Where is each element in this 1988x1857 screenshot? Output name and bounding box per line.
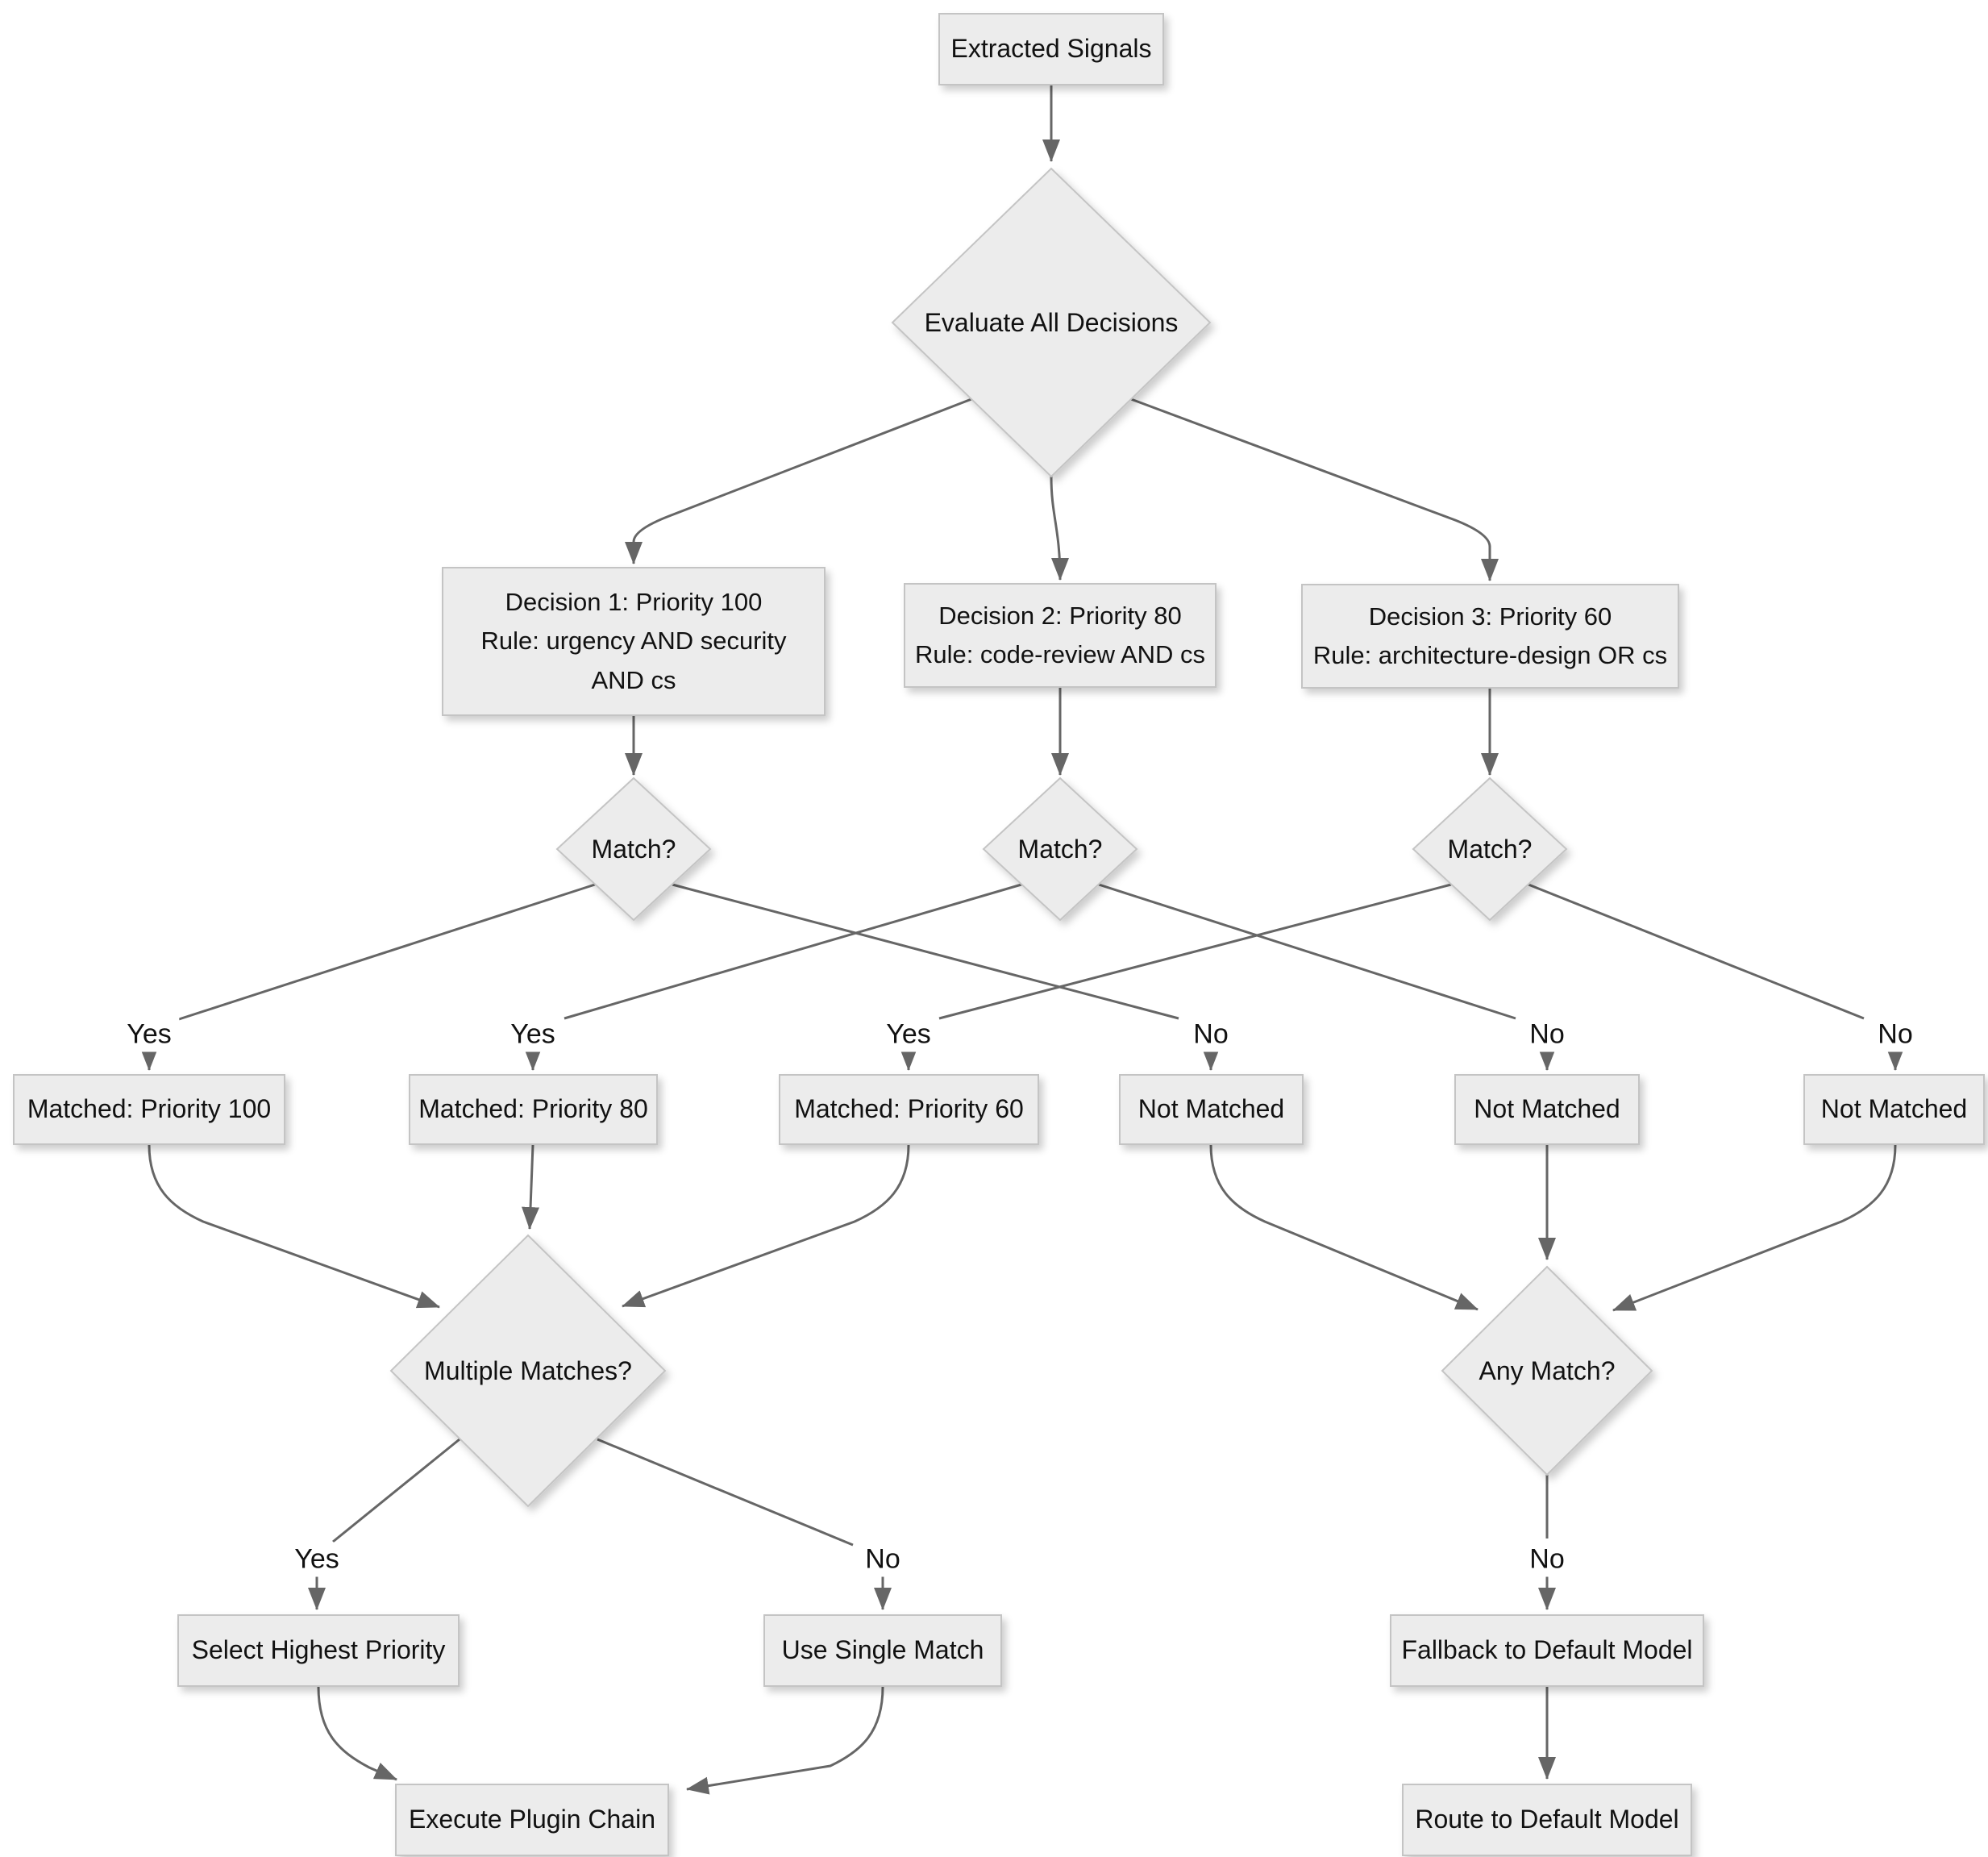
edge-evaluate-to-decision2 (1050, 476, 1069, 581)
edge-label-any-no: No (1521, 1542, 1573, 1577)
edge-label-yes-3: Yes (878, 1017, 939, 1052)
node-not-matched-3: Not Matched (1803, 1074, 1985, 1145)
edge-select-to-execute (317, 1686, 397, 1781)
edge-single-to-execute (686, 1686, 884, 1795)
edge-evaluate-to-decision3 (1130, 398, 1499, 581)
node-fallback-default-model: Fallback to Default Model (1390, 1614, 1704, 1687)
edge-matched60-to-multiple (622, 1144, 910, 1308)
node-not-matched-2: Not Matched (1454, 1074, 1640, 1145)
edges (140, 85, 1904, 1795)
edge-match3-yes-line (938, 883, 1452, 1020)
evaluate-diamond-shape (891, 167, 1212, 478)
edge-match1-yes-line (178, 883, 596, 1021)
node-extracted-signals: Extracted Signals (938, 13, 1164, 85)
edge-label-yes-1: Yes (119, 1017, 180, 1052)
node-select-highest-priority: Select Highest Priority (177, 1614, 460, 1687)
edge-multiple-no-line (597, 1438, 854, 1547)
edge-notmatched3-to-any (1612, 1144, 1897, 1312)
edge-multiple-yes-line (332, 1438, 460, 1543)
match1-diamond-shape (555, 777, 712, 922)
edge-match3-no-line (1528, 883, 1865, 1020)
edge-match2-yes-line (564, 883, 1022, 1020)
edge-notmatched1-to-any (1209, 1144, 1479, 1311)
edge-match1-no-line (672, 883, 1179, 1020)
node-matched-priority-80: Matched: Priority 80 (409, 1074, 658, 1145)
edge-label-yes-2: Yes (502, 1017, 564, 1052)
edge-label-no-1: No (1185, 1017, 1237, 1052)
node-decision-3: Decision 3: Priority 60 Rule: architectu… (1301, 584, 1679, 689)
node-execute-plugin-chain: Execute Plugin Chain (395, 1784, 669, 1856)
node-not-matched-1: Not Matched (1119, 1074, 1304, 1145)
node-matched-priority-100: Matched: Priority 100 (13, 1074, 285, 1145)
node-route-default-model: Route to Default Model (1402, 1784, 1692, 1856)
diamond-shapes (389, 167, 1653, 1508)
multiple-matches-diamond-shape (389, 1234, 667, 1508)
edge-label-multiple-no: No (857, 1542, 909, 1577)
edge-label-no-3: No (1869, 1017, 1921, 1052)
match2-diamond-shape (982, 777, 1138, 922)
edge-label-no-2: No (1521, 1017, 1573, 1052)
node-matched-priority-60: Matched: Priority 60 (779, 1074, 1039, 1145)
edge-label-multiple-yes: Yes (286, 1542, 347, 1577)
any-match-diamond-shape (1441, 1265, 1653, 1476)
node-decision-2: Decision 2: Priority 80 Rule: code-revie… (904, 583, 1217, 688)
edge-evaluate-to-decision1 (625, 398, 972, 564)
edge-match2-no-line (1098, 883, 1516, 1020)
edge-matched100-to-multiple (148, 1144, 440, 1309)
match3-diamond-shape (1412, 777, 1568, 922)
node-use-single-match: Use Single Match (763, 1614, 1002, 1687)
node-decision-1: Decision 1: Priority 100 Rule: urgency A… (442, 567, 826, 716)
edge-matched80-to-multiple (522, 1144, 540, 1230)
